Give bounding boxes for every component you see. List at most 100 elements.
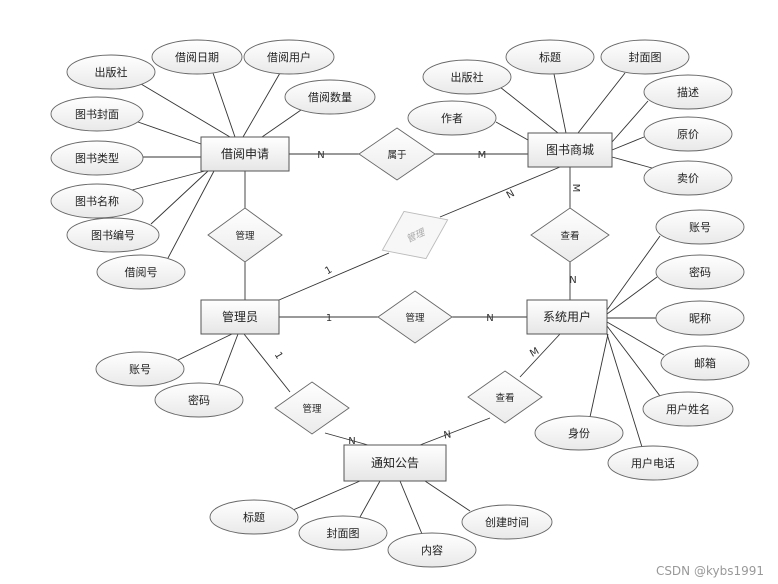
relationship-label: 管理 [235, 230, 255, 242]
attribute-n_title[interactable]: 标题 [209, 499, 299, 535]
attribute-m_cover[interactable]: 封面图 [600, 39, 690, 75]
entity-label: 图书商城 [546, 142, 594, 157]
attribute-u_id[interactable]: 身份 [534, 415, 624, 451]
attribute-label: 图书类型 [75, 151, 119, 165]
attribute-m_sale[interactable]: 卖价 [643, 160, 733, 196]
attribute-b_cover[interactable]: 图书封面 [50, 96, 144, 132]
edge-b_code-borrow [150, 170, 209, 225]
attribute-label: 借阅号 [125, 266, 158, 279]
relationship-r_manage_notice[interactable]: 管理 [274, 381, 350, 435]
attribute-ellipse [643, 74, 733, 110]
attribute-u_pwd[interactable]: 密码 [655, 254, 745, 290]
attribute-b_user[interactable]: 借阅用户 [243, 39, 335, 75]
attribute-label: 身份 [568, 426, 590, 440]
attribute-u_nick[interactable]: 昵称 [655, 300, 745, 336]
attribute-ellipse [422, 59, 512, 95]
edge-admin-r_manage_mall [278, 252, 390, 301]
entity-box [343, 444, 447, 482]
attribute-label: 用户电话 [631, 456, 675, 470]
edge-b_user-borrow [242, 72, 281, 138]
attribute-ellipse [209, 499, 299, 535]
entity-label: 系统用户 [543, 309, 591, 324]
attribute-b_type[interactable]: 图书类型 [50, 140, 144, 176]
edge-b_cover-borrow [137, 121, 202, 145]
attribute-ellipse [643, 160, 733, 196]
attribute-ellipse [50, 96, 144, 132]
attribute-m_author[interactable]: 作者 [407, 100, 497, 136]
relationship-diamond [467, 370, 543, 424]
cardinality-c5: M [570, 184, 581, 193]
attribute-label: 账号 [689, 221, 711, 234]
attribute-ellipse [660, 345, 750, 381]
attribute-ellipse [642, 391, 734, 427]
attribute-u_account[interactable]: 账号 [655, 209, 745, 245]
attribute-label: 借阅日期 [175, 51, 219, 64]
attribute-label: 图书封面 [75, 107, 119, 121]
relationship-diamond [530, 207, 610, 263]
edge-r_view_notice-notice [419, 417, 491, 446]
attribute-ellipse [50, 140, 144, 176]
attribute-label: 出版社 [95, 65, 128, 79]
entity-admin[interactable]: 管理员 [200, 299, 280, 335]
relationship-r_view_mall[interactable]: 查看 [530, 207, 610, 263]
entity-label: 管理员 [222, 309, 258, 324]
attribute-b_no[interactable]: 借阅号 [96, 254, 186, 290]
attribute-label: 图书编号 [91, 228, 135, 242]
entity-user[interactable]: 系统用户 [526, 299, 608, 335]
attribute-u_mail[interactable]: 邮箱 [660, 345, 750, 381]
attribute-n_cover[interactable]: 封面图 [298, 515, 388, 551]
relationship-r_manage_user[interactable]: 管理 [377, 290, 453, 344]
edge-u_phone-user [606, 333, 643, 448]
attribute-ellipse [534, 415, 624, 451]
cardinality-c12: N [443, 429, 452, 441]
attribute-ellipse [655, 254, 745, 290]
attribute-b_code[interactable]: 图书编号 [66, 217, 160, 253]
relationship-diamond [207, 207, 283, 263]
attribute-u_name[interactable]: 用户姓名 [642, 391, 734, 427]
attribute-label: 密码 [188, 393, 210, 407]
attribute-ellipse [407, 100, 497, 136]
edge-b_publisher-borrow [140, 83, 231, 138]
edge-b_no-borrow [167, 170, 215, 259]
attribute-m_price[interactable]: 原价 [643, 116, 733, 152]
attribute-n_time[interactable]: 创建时间 [461, 504, 553, 540]
attribute-b_publisher[interactable]: 出版社 [66, 54, 156, 90]
attribute-a_pwd[interactable]: 密码 [154, 382, 244, 418]
relationship-r_manage_borrow[interactable]: 管理 [207, 207, 283, 263]
attribute-label: 借阅数量 [308, 91, 352, 104]
attribute-n_content[interactable]: 内容 [387, 532, 477, 568]
attribute-label: 密码 [689, 265, 711, 279]
attribute-b_qty[interactable]: 借阅数量 [284, 79, 376, 115]
entity-borrow[interactable]: 借阅申请 [200, 136, 290, 172]
cardinality-c3: N [505, 188, 517, 201]
edge-m_title-mall [553, 73, 567, 134]
attribute-m_desc[interactable]: 描述 [643, 74, 733, 110]
attribute-label: 作者 [441, 112, 463, 125]
entity-mall[interactable]: 图书商城 [527, 132, 613, 168]
attribute-b_name[interactable]: 图书名称 [50, 183, 144, 219]
edge-m_author-mall [495, 121, 529, 141]
attribute-m_publisher[interactable]: 出版社 [422, 59, 512, 95]
relationship-r_belong[interactable]: 属于 [358, 127, 436, 181]
entity-label: 通知公告 [371, 456, 419, 470]
attribute-ellipse [298, 515, 388, 551]
edge-b_name-borrow [131, 170, 206, 191]
cardinality-c11: M [528, 346, 541, 360]
edge-m_publisher-mall [499, 86, 559, 134]
attribute-u_phone[interactable]: 用户电话 [607, 445, 699, 481]
attribute-b_date[interactable]: 借阅日期 [151, 39, 243, 75]
attribute-label: 昵称 [689, 311, 711, 325]
attribute-a_account[interactable]: 账号 [95, 351, 185, 387]
relationship-label: 查看 [560, 230, 579, 242]
relationship-r_view_notice[interactable]: 查看 [467, 370, 543, 424]
attribute-m_title[interactable]: 标题 [505, 39, 595, 75]
relationship-r_manage_mall[interactable]: 管理 [371, 196, 458, 274]
attribute-ellipse [600, 39, 690, 75]
cardinality-c9: 1 [272, 350, 285, 361]
entity-notice[interactable]: 通知公告 [343, 444, 447, 482]
attribute-label: 内容 [421, 543, 443, 557]
edge-u_mail-user [606, 321, 665, 356]
edge-b_date-borrow [212, 72, 236, 138]
attribute-label: 标题 [243, 510, 265, 524]
